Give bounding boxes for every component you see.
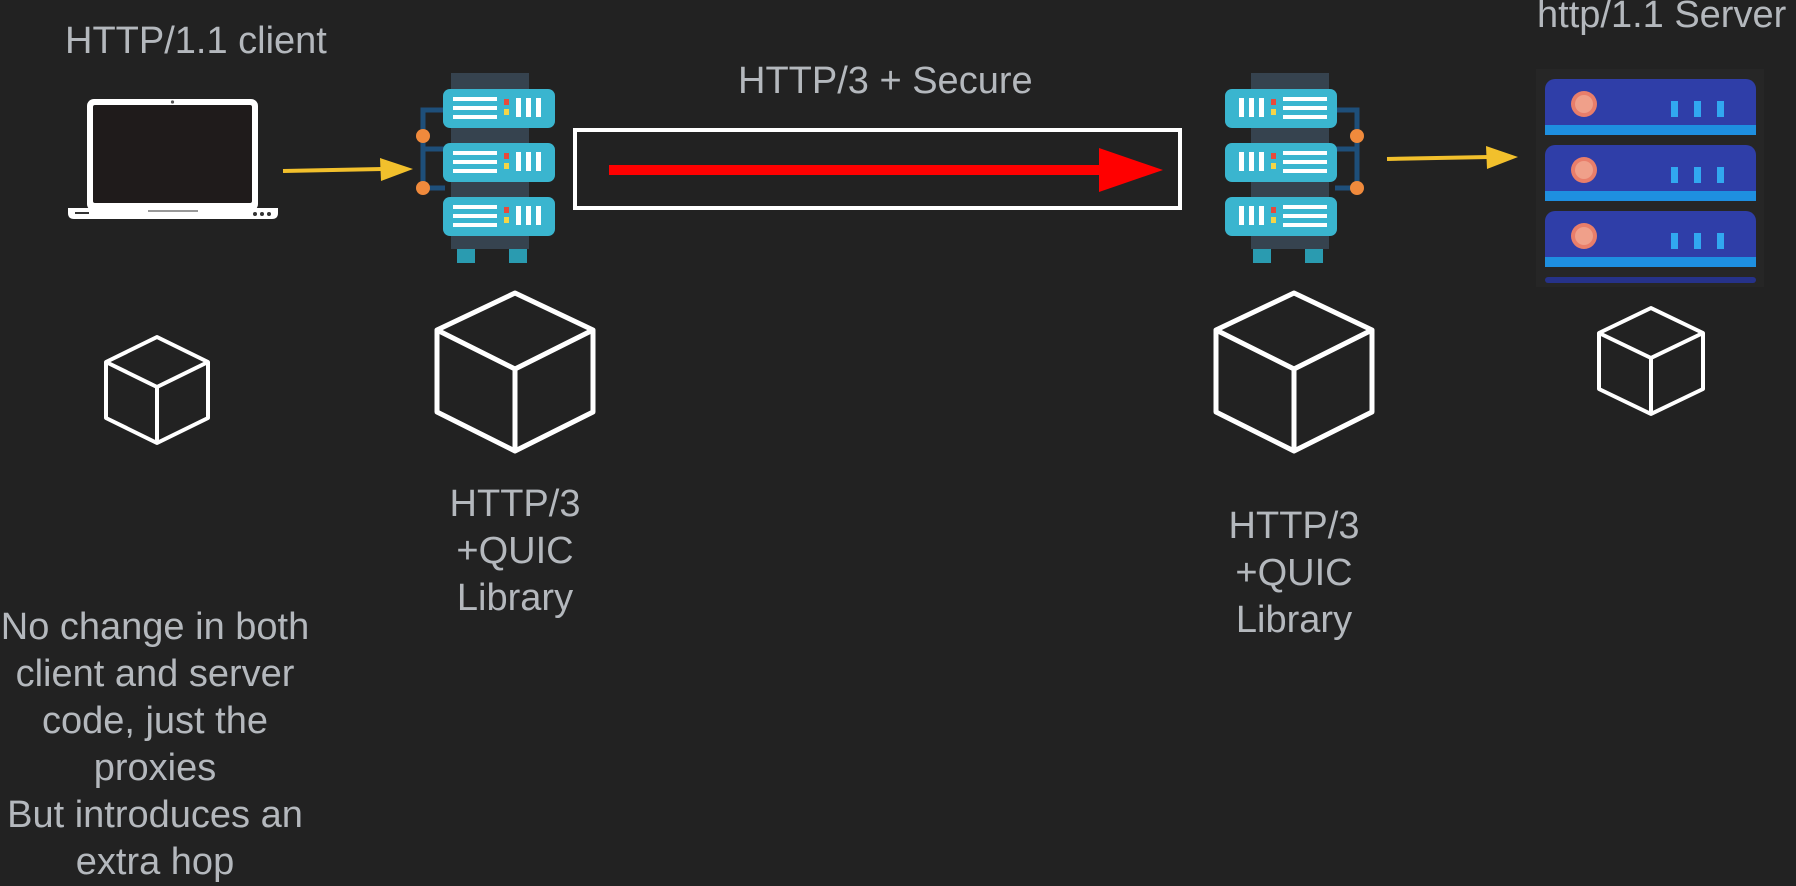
note-line: extra hop [75, 841, 235, 883]
left-library-line: Library [456, 577, 574, 619]
right-library-line: HTTP/3 [1228, 505, 1360, 547]
note-line: No change in both [0, 606, 310, 648]
left-library-line: HTTP/3 [449, 483, 581, 525]
tunnel-label: HTTP/3 + Secure [738, 60, 1033, 102]
left-library-cube-icon [434, 290, 596, 454]
right-library-line: +QUIC [1235, 552, 1353, 594]
note-line: code, just the [41, 700, 269, 742]
tunnel-box [573, 128, 1182, 210]
proxy-server-left-icon [416, 73, 555, 263]
server-label: http/1.1 Server [1537, 0, 1787, 36]
right-library-label: HTTP/3 +QUIC Library [1194, 503, 1394, 644]
server-cube-icon [1597, 306, 1705, 416]
right-library-cube-icon [1213, 290, 1375, 454]
client-label: HTTP/1.1 client [65, 20, 327, 62]
right-library-line: Library [1235, 599, 1353, 641]
note-line: client and server [15, 653, 295, 695]
note-line: proxies [93, 747, 217, 789]
proxy-to-server-arrow [1386, 146, 1518, 169]
note-text: No change in both client and server code… [0, 604, 350, 886]
proxy-server-right-icon [1225, 73, 1364, 263]
note-line: But introduces an [7, 794, 303, 836]
left-library-line: +QUIC [456, 530, 574, 572]
client-cube-icon [104, 335, 210, 445]
client-to-proxy-arrow [282, 158, 413, 181]
tunnel-arrow-head [1099, 148, 1163, 192]
laptop-icon [68, 99, 278, 219]
server-rack-icon [1536, 69, 1764, 287]
left-library-label: HTTP/3 +QUIC Library [415, 481, 615, 622]
